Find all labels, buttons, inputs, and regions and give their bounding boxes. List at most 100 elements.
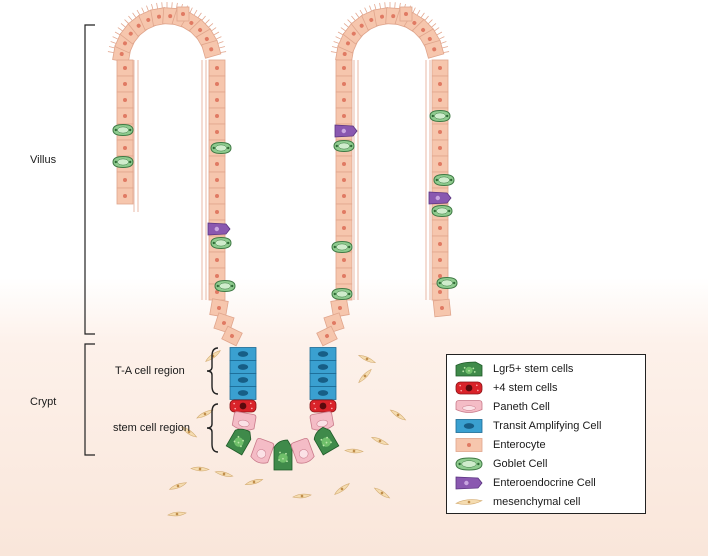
transit-amplifying-cell xyxy=(309,347,337,361)
mesenchymal-cell xyxy=(167,511,187,517)
goblet-cell xyxy=(436,276,458,290)
enterocyte xyxy=(116,75,134,93)
enterocyte xyxy=(116,171,134,189)
villus-bracket xyxy=(84,24,95,335)
lgr5-stem-cell xyxy=(225,428,252,456)
enterocyte xyxy=(208,251,226,269)
paneth-cell xyxy=(250,438,275,464)
enterocyte xyxy=(431,75,449,93)
mesenchymal-cell xyxy=(292,493,312,499)
mesenchymal-cell xyxy=(357,355,377,363)
enterocyte xyxy=(431,251,449,269)
enterocyte xyxy=(208,171,226,189)
enterocyte xyxy=(330,298,350,318)
transit-amplifying-cell xyxy=(229,386,257,400)
mesenchymal-cell xyxy=(180,426,198,438)
goblet-cell xyxy=(214,279,236,293)
enterocyte xyxy=(208,187,226,205)
enterocyte xyxy=(431,59,449,77)
mesenchymal-cell xyxy=(344,448,364,454)
legend-item-paneth: Paneth Cell xyxy=(453,398,550,416)
paneth-cell-icon xyxy=(455,400,483,413)
legend-item-goblet: Goblet Cell xyxy=(453,455,547,473)
enteroendocrine-cell xyxy=(207,222,231,236)
legend-label: Paneth Cell xyxy=(493,401,550,413)
transit-amplifying-cell xyxy=(309,386,337,400)
enteroendocrine-cell xyxy=(428,191,452,205)
villus-2-right-brush xyxy=(424,60,432,300)
mesenchymal-cell xyxy=(214,471,234,477)
goblet-cell xyxy=(210,236,232,250)
enterocyte xyxy=(335,219,353,237)
enterocyte xyxy=(316,325,338,347)
legend-label: +4 stem cells xyxy=(493,382,558,394)
goblet-cell xyxy=(112,155,134,169)
legend-label: Transit Amplifying Cell xyxy=(493,420,602,432)
goblet-cell xyxy=(331,240,353,254)
villus-1-right-brush xyxy=(201,60,209,300)
enterocyte xyxy=(221,325,243,347)
stem-region-brace xyxy=(206,403,219,453)
mesenchymal-cell xyxy=(168,482,188,490)
mesenchymal-cell xyxy=(358,368,372,384)
enterocyte xyxy=(335,45,355,63)
goblet-cell xyxy=(429,109,451,123)
enterocyte xyxy=(431,91,449,109)
enterocyte xyxy=(335,155,353,173)
legend-item-eec: Enteroendocrine Cell xyxy=(453,474,596,492)
enterocyte xyxy=(208,59,226,77)
legend-label: Enterocyte xyxy=(493,439,546,451)
legend-item-mes: mesenchymal cell xyxy=(453,493,580,511)
enterocyte xyxy=(116,187,134,205)
enterocyte xyxy=(208,155,226,173)
lgr5-stem-cell-icon xyxy=(455,361,483,377)
enterocyte xyxy=(335,91,353,109)
legend-item-plus4: +4 stem cells xyxy=(453,379,558,397)
ta-region-label: T-A cell region xyxy=(115,365,185,377)
enteroendocrine-cell-icon xyxy=(455,476,483,490)
enterocyte xyxy=(208,107,226,125)
plus4-stem-cell-icon xyxy=(455,381,483,395)
epithelium xyxy=(107,2,458,517)
villus-2-left-wall xyxy=(335,59,353,301)
enterocyte xyxy=(335,107,353,125)
transit-amplifying-cell xyxy=(229,373,257,387)
legend-label: Lgr5+ stem cells xyxy=(493,363,574,375)
enterocyte xyxy=(208,91,226,109)
enterocyte xyxy=(208,203,226,221)
crypt-bracket xyxy=(84,343,95,456)
mesenchymal-cell xyxy=(389,409,407,421)
ta-region-brace xyxy=(206,347,219,395)
mesenchymal-cell xyxy=(196,409,214,419)
crypt-label: Crypt xyxy=(30,396,57,408)
goblet-cell xyxy=(210,141,232,155)
mesenchymal-cell xyxy=(373,487,391,499)
enterocyte xyxy=(431,235,449,253)
goblet-cell xyxy=(331,287,353,301)
enterocyte xyxy=(208,75,226,93)
enterocyte xyxy=(335,75,353,93)
region-brackets xyxy=(84,24,219,456)
enterocyte xyxy=(335,187,353,205)
enterocyte xyxy=(335,267,353,285)
goblet-cell-icon xyxy=(455,457,483,471)
transit-amplifying-cell xyxy=(229,347,257,361)
mesenchymal-cell xyxy=(334,483,350,495)
enterocyte xyxy=(335,59,353,77)
mesenchymal-cell xyxy=(370,437,390,445)
enterocyte-icon xyxy=(455,438,483,452)
legend-item-entero: Enterocyte xyxy=(453,436,546,454)
enterocyte xyxy=(335,203,353,221)
shedding-cell xyxy=(399,6,413,22)
goblet-cell xyxy=(112,123,134,137)
stem-region-label: stem cell region xyxy=(113,422,191,434)
plus4-stem-cell xyxy=(309,399,337,413)
enterocyte xyxy=(208,123,226,141)
enterocyte xyxy=(116,59,134,77)
enterocyte xyxy=(201,39,222,59)
goblet-cell xyxy=(431,204,453,218)
plus4-stem-cell xyxy=(229,399,257,413)
